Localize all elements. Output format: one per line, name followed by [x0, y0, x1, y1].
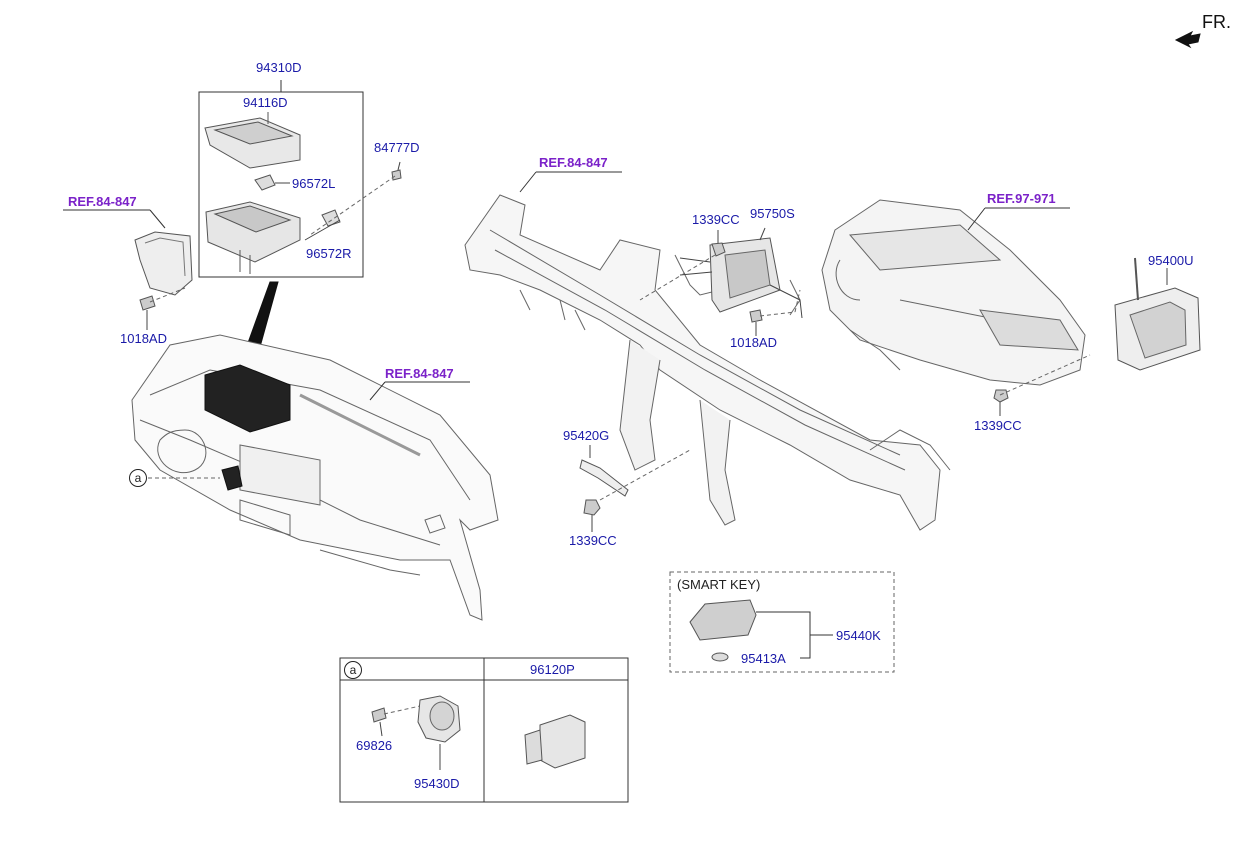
- callout-94116D[interactable]: 94116D: [243, 95, 288, 110]
- smart-key-fob-part: [689, 599, 757, 641]
- callout-1339CC-bottom[interactable]: 1339CC: [569, 533, 617, 548]
- glovebox-housing-part: [205, 201, 301, 274]
- callout-95440K[interactable]: 95440K: [836, 628, 881, 643]
- glovebox-lid-part: [204, 112, 301, 169]
- hvac-unit-part: [821, 199, 1086, 386]
- nut-1339cc-right-part: [993, 389, 1009, 403]
- reference-hvac[interactable]: REF.97-971: [987, 191, 1056, 206]
- glovebox-installed-part: [204, 364, 291, 433]
- callout-96572L[interactable]: 96572L: [292, 176, 336, 191]
- reference-crossbar[interactable]: REF.84-847: [539, 155, 608, 170]
- bracket-95420g-part: [579, 459, 629, 497]
- front-arrow-icon: [1174, 30, 1201, 49]
- nut-1339cc-bottom-part: [583, 499, 601, 516]
- screw-1018ad-mid-part: [749, 309, 763, 323]
- callout-96572R[interactable]: 96572R: [306, 246, 352, 261]
- callout-95420G[interactable]: 95420G: [563, 428, 610, 443]
- screw-1018ad-left-part: [139, 295, 156, 311]
- front-orientation-label: FR.: [1202, 12, 1231, 32]
- callout-95430D[interactable]: 95430D: [414, 776, 460, 791]
- smart-key-frame: [669, 571, 895, 673]
- screw-84777d-part: [391, 169, 402, 181]
- callout-84777D[interactable]: 84777D: [374, 140, 420, 155]
- left-bracket-part: [134, 231, 193, 296]
- detail-a-marker-dash[interactable]: a: [129, 469, 147, 487]
- bracket-left-part: [254, 174, 276, 191]
- callout-1018AD-left[interactable]: 1018AD: [120, 331, 167, 346]
- callout-96120P[interactable]: 96120P: [530, 662, 575, 677]
- battery-95413a-part: [711, 652, 729, 662]
- callout-94310D[interactable]: 94310D: [256, 60, 302, 75]
- screw-69826-part: [371, 707, 387, 723]
- detail-a-marker-box: a: [344, 661, 362, 679]
- reference-left-bracket[interactable]: REF.84-847: [68, 194, 137, 209]
- callout-95750S[interactable]: 95750S: [750, 206, 795, 221]
- reference-dashboard[interactable]: REF.84-847: [385, 366, 454, 381]
- callout-95413A[interactable]: 95413A: [741, 651, 786, 666]
- callout-95400U[interactable]: 95400U: [1148, 253, 1194, 268]
- callout-69826[interactable]: 69826: [356, 738, 393, 753]
- callout-1339CC-top[interactable]: 1339CC: [692, 212, 740, 227]
- nut-1339cc-top-part: [711, 242, 726, 257]
- callout-1018AD-mid[interactable]: 1018AD: [730, 335, 777, 350]
- bracket-right-part: [321, 209, 341, 227]
- cowl-crossbar-part: [464, 194, 951, 531]
- module-96120p-part: [539, 714, 586, 769]
- smart-key-title: (SMART KEY): [677, 577, 761, 592]
- callout-1339CC-right[interactable]: 1339CC: [974, 418, 1022, 433]
